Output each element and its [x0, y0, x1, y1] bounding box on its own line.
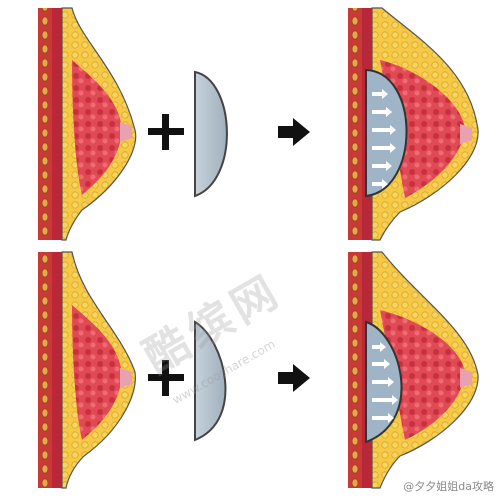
- row-2-before-breast: [38, 251, 136, 489]
- row-1-after-breast: [348, 7, 479, 241]
- nipple: [120, 122, 132, 142]
- round-implant: [194, 70, 228, 198]
- rib-column: [38, 252, 52, 488]
- row-1-before-breast: [38, 7, 137, 241]
- mammary-gland: [72, 60, 122, 195]
- plus-sign-1: [148, 114, 184, 150]
- mammary-gland: [380, 310, 465, 440]
- rib-column: [348, 8, 362, 240]
- chest-muscle: [52, 252, 62, 488]
- expansion-arrows: [372, 342, 398, 423]
- nipple: [120, 368, 132, 388]
- nipple: [460, 124, 472, 144]
- nipple: [460, 368, 472, 388]
- expansion-arrows: [372, 89, 396, 189]
- mammary-gland: [72, 305, 122, 440]
- row-2-after-breast: [348, 251, 479, 489]
- arrow-2: [278, 364, 310, 392]
- arrow-1: [278, 118, 310, 146]
- teardrop-implant: [194, 320, 227, 442]
- plus-sign-2: [148, 360, 184, 396]
- credit-text: @夕夕姐姐da攻略: [403, 480, 494, 493]
- rib-column: [38, 8, 52, 240]
- chest-muscle: [52, 8, 62, 240]
- rib-column: [348, 252, 362, 488]
